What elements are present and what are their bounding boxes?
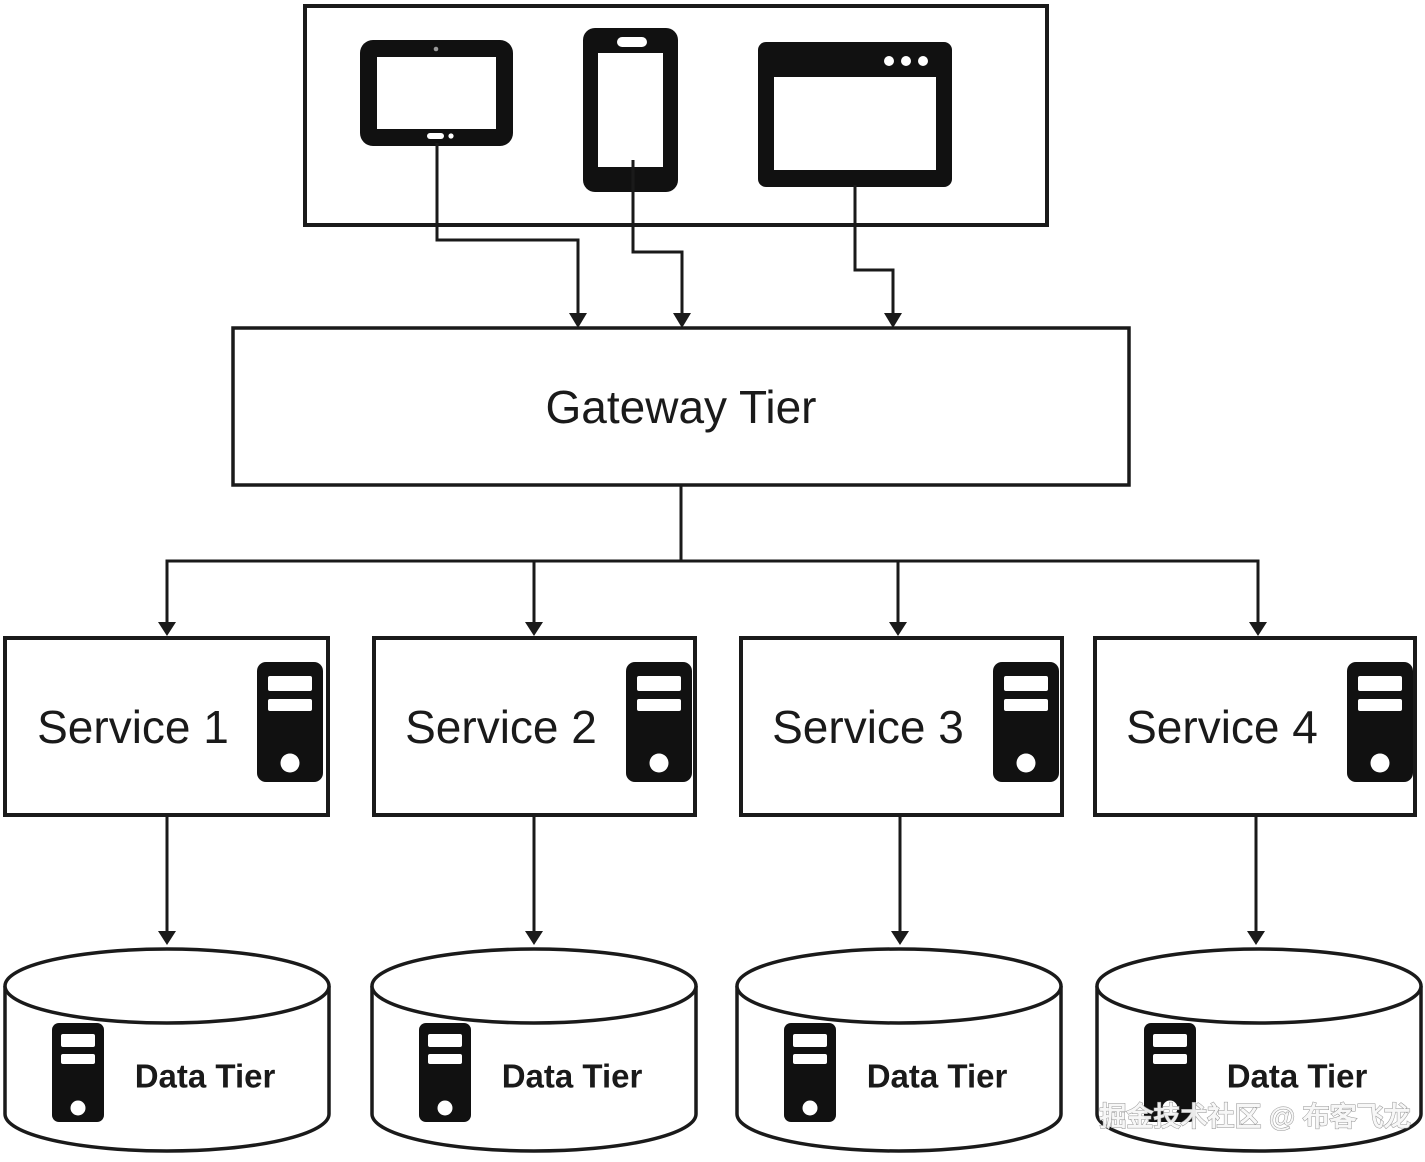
gateway-box [231,326,1131,487]
service-1-node: Service 1 [3,636,330,817]
service-2-node: Service 2 [372,636,697,817]
fanout-rail [165,559,1260,622]
edges-clients-to-gateway [435,143,902,328]
gateway-tier: Gateway Tier [231,326,1131,487]
server-slot [637,699,681,711]
server-icon [1347,662,1413,782]
arrowhead [1249,622,1267,636]
server-led [1162,1100,1178,1116]
server-icon [784,1023,836,1122]
data-store-2: Data Tier [370,947,698,1153]
server-icon [257,662,323,782]
server-slot [1004,676,1048,691]
arrowhead [158,931,176,945]
gateway-label: Gateway Tier [546,381,817,433]
server-led [280,753,300,773]
data-store-3: Data Tier [735,947,1063,1153]
server-led [802,1100,818,1116]
browser-dot [884,56,894,66]
database-cylinder-top [3,947,331,1025]
server-led [649,753,669,773]
server-slot [1153,1034,1187,1047]
browser-dot [918,56,928,66]
server-slot [637,676,681,691]
tablet-camera-dot [433,46,439,52]
server-slot [268,676,312,691]
phone-speaker [617,37,647,47]
data-tier: Data Tier Data Tier Data Tier [3,947,1423,1153]
database-cylinder-top [735,947,1063,1025]
data-store-4: Data Tier [1095,947,1423,1153]
service-label: Service 1 [37,701,229,753]
browser-dot [901,56,911,66]
service-label: Service 2 [405,701,597,753]
server-led [437,1100,453,1116]
browser-content [774,77,936,170]
edge-browser-gateway [853,185,895,315]
server-icon [1144,1023,1196,1122]
server-icon [626,662,692,782]
server-slot [793,1054,827,1064]
data-tier-label: Data Tier [502,1058,643,1095]
server-led [70,1100,86,1116]
edges-gateway-to-services [158,485,1267,636]
edges-services-to-data [158,815,1265,945]
browser-window-icon [758,42,952,187]
arrowhead [673,313,691,328]
edge-smartphone-gateway [631,160,684,315]
server-icon [993,662,1059,782]
service-tier: Service 1 Service 2 Service 3 [3,636,1417,817]
server-slot [61,1034,95,1047]
arrowhead [889,622,907,636]
arrowhead [884,313,902,328]
arrowhead [891,931,909,945]
tablet-icon [360,40,513,146]
smartphone-icon [583,28,678,192]
server-led [1370,753,1390,773]
arrowhead [158,622,176,636]
client-tier [303,4,1049,227]
watermark: 掘金技术社区 @ 布客飞龙 [1099,1101,1410,1132]
arrowhead [1247,931,1265,945]
tablet-home-dot [448,133,454,139]
data-tier-label: Data Tier [1227,1058,1368,1095]
tablet-screen [377,57,496,129]
arrowhead [525,931,543,945]
database-cylinder-top [370,947,698,1025]
data-tier-label: Data Tier [867,1058,1008,1095]
server-icon [52,1023,104,1122]
service-4-node: Service 4 [1093,636,1417,817]
server-slot [268,699,312,711]
server-icon [419,1023,471,1122]
server-slot [428,1034,462,1047]
server-led [1016,753,1036,773]
server-slot [1004,699,1048,711]
service-label: Service 4 [1126,701,1318,753]
arrowhead [569,313,587,328]
server-slot [793,1034,827,1047]
server-slot [61,1054,95,1064]
tablet-home-button [427,133,444,139]
data-tier-label: Data Tier [135,1058,276,1095]
phone-screen [598,53,663,167]
service-3-node: Service 3 [739,636,1064,817]
server-slot [1153,1054,1187,1064]
edge-tablet-gateway [435,143,580,315]
service-label: Service 3 [772,701,964,753]
data-store-1: Data Tier [3,947,331,1153]
database-cylinder-top [1095,947,1423,1025]
server-slot [1358,699,1402,711]
server-slot [428,1054,462,1064]
arrowhead [525,622,543,636]
server-slot [1358,676,1402,691]
